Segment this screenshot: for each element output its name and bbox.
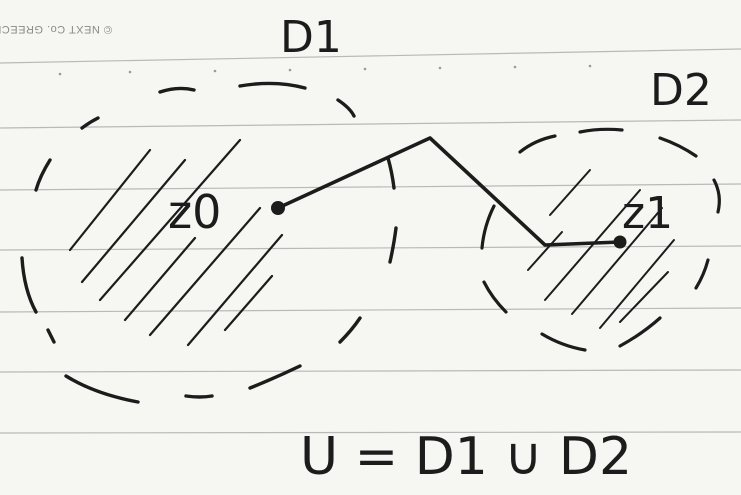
dash (578, 127, 624, 134)
hatch-stroke (223, 274, 274, 332)
dash (238, 81, 307, 90)
top-margin-line (0, 48, 741, 64)
hatch-stroke (619, 271, 669, 323)
dash (712, 178, 721, 214)
dash (518, 134, 557, 154)
d1-hatching (68, 138, 284, 347)
paper-dot-row (58, 64, 592, 76)
d2-hatching (527, 169, 675, 329)
paper-dot (513, 65, 517, 69)
hatch-stroke (527, 231, 563, 271)
hatch-stroke (186, 233, 284, 347)
watermark-text: © NEXT Co. GREECE (0, 23, 112, 35)
dash (540, 332, 587, 352)
dash (658, 136, 698, 158)
rule-line (0, 369, 741, 373)
hatch-stroke (544, 189, 641, 301)
dash (158, 86, 196, 94)
dash (34, 158, 52, 192)
d2-boundary (480, 127, 721, 352)
hatch-stroke (549, 169, 591, 216)
rule-line (0, 431, 741, 434)
paper-rule-lines (0, 48, 741, 434)
dash (618, 316, 662, 348)
connecting-path (276, 136, 622, 247)
z0-point (271, 201, 285, 215)
paper-dot (288, 68, 292, 72)
dash (184, 394, 214, 399)
d1-boundary (20, 81, 398, 404)
dash (46, 328, 56, 344)
z1-point (613, 235, 627, 249)
d1-label: D1 (280, 12, 342, 63)
paper-dot (363, 67, 367, 71)
dash (480, 204, 496, 250)
hatch-stroke (80, 158, 187, 284)
dash (64, 374, 140, 404)
paper-dot (588, 64, 592, 68)
z0-label: z0 (168, 185, 221, 239)
paper-dot (128, 70, 132, 74)
dash (482, 280, 508, 314)
hatch-stroke (68, 148, 152, 252)
d2-label: D2 (650, 65, 712, 116)
rule-line (0, 119, 741, 129)
dash (694, 258, 710, 290)
dash (80, 116, 100, 130)
hatch-stroke (123, 236, 197, 322)
union-equation: U = D1 ∪ D2 (300, 427, 632, 487)
dash (20, 256, 38, 314)
hatch-stroke (571, 207, 663, 315)
dash (386, 156, 396, 190)
dash (388, 226, 398, 264)
hatch-stroke (148, 206, 262, 337)
paper-dot (213, 69, 217, 73)
paper-dot (438, 66, 442, 70)
paper-dot (58, 72, 62, 76)
hatch-stroke (98, 138, 242, 302)
dash (338, 316, 362, 344)
rule-line (0, 183, 741, 191)
z1-label: z1 (622, 188, 673, 239)
dash (248, 364, 302, 390)
hatch-stroke (599, 239, 675, 329)
dash (336, 98, 356, 118)
